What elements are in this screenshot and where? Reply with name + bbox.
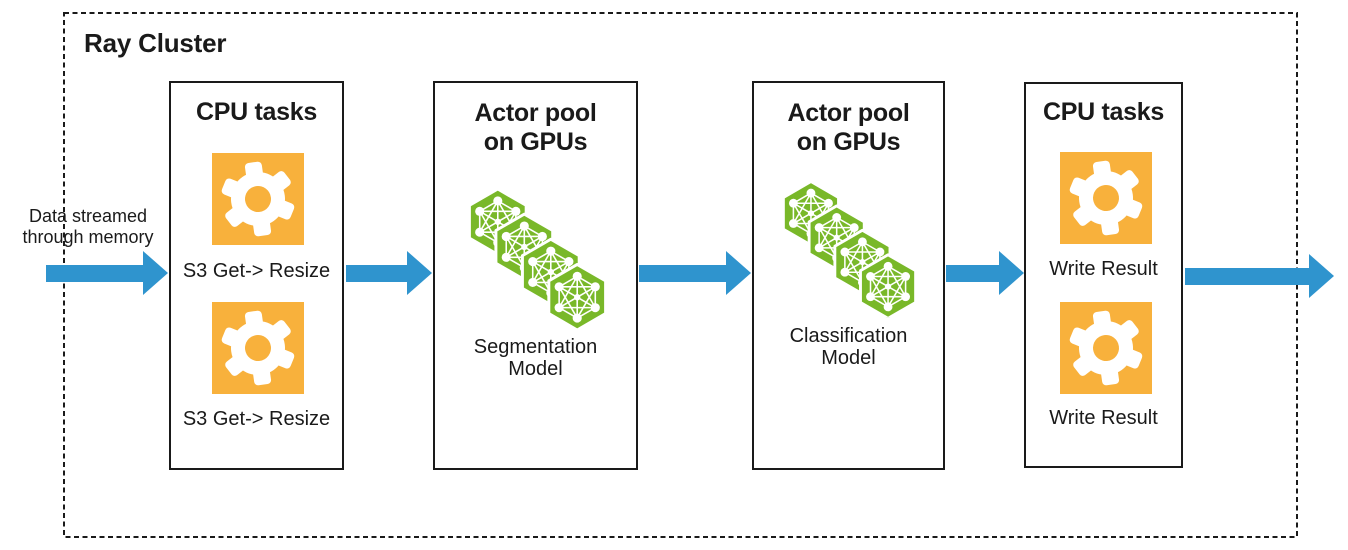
- gear-icon: [212, 302, 304, 394]
- model-label-line1: Segmentation: [473, 336, 598, 358]
- model-label-line1: Classification: [789, 325, 908, 347]
- model-label: Segmentation Model: [435, 336, 636, 380]
- box-title: CPU tasks: [196, 98, 317, 126]
- model-label: Classification Model: [754, 325, 943, 369]
- neural-network-hex-cluster-icon: [469, 188, 606, 329]
- cpu-tasks-write-box: CPU tasks Write Result Write Result: [1024, 82, 1183, 468]
- arrow-stem: [946, 264, 999, 282]
- model-label-line2: Model: [508, 358, 563, 380]
- task-label: Write Result: [1049, 258, 1158, 280]
- input-caption-line1: Data streamed: [28, 206, 148, 226]
- gear-icon: [212, 153, 304, 245]
- task-label: S3 Get-> Resize: [182, 260, 331, 282]
- gear-icon: [1060, 152, 1152, 244]
- task-label: S3 Get-> Resize: [182, 408, 331, 430]
- arrow-stem: [639, 264, 726, 282]
- flow-arrow-input: [46, 251, 168, 295]
- box-title-line2: on GPUs: [796, 128, 901, 156]
- box-title: Actor pool on GPUs: [754, 99, 943, 157]
- model-label-line2: Model: [821, 347, 876, 369]
- actor-pool-segmentation-box: Actor pool on GPUs Segmentation Model: [433, 81, 638, 470]
- arrow-head-icon: [999, 251, 1024, 295]
- arrow-stem: [1185, 267, 1309, 285]
- ray-cluster-label: Ray Cluster: [84, 28, 227, 58]
- flow-arrow-2: [639, 251, 751, 295]
- box-title-line2: on GPUs: [483, 128, 588, 156]
- arrow-head-icon: [143, 251, 168, 295]
- box-title-line1: Actor pool: [474, 99, 597, 127]
- flow-arrow-1: [346, 251, 432, 295]
- box-title-line1: Actor pool: [787, 99, 910, 127]
- input-caption-line2: through memory: [22, 227, 154, 247]
- arrow-stem: [346, 264, 407, 282]
- gear-icon: [1060, 302, 1152, 394]
- box-title: Actor pool on GPUs: [435, 99, 636, 157]
- arrow-head-icon: [407, 251, 432, 295]
- neural-network-hex-cluster-icon: [783, 179, 916, 319]
- flow-arrow-3: [946, 251, 1024, 295]
- task-label: Write Result: [1049, 407, 1158, 429]
- flow-arrow-output: [1185, 254, 1334, 298]
- box-title: CPU tasks: [1043, 98, 1164, 126]
- arrow-stem: [46, 264, 143, 282]
- arrow-head-icon: [1309, 254, 1334, 298]
- actor-pool-classification-box: Actor pool on GPUs Classification Model: [752, 81, 945, 470]
- input-caption: Data streamed through memory: [4, 206, 172, 248]
- arrow-head-icon: [726, 251, 751, 295]
- cpu-tasks-ingest-box: CPU tasks S3 Get-> Resize S3 Get-> Resiz…: [169, 81, 344, 470]
